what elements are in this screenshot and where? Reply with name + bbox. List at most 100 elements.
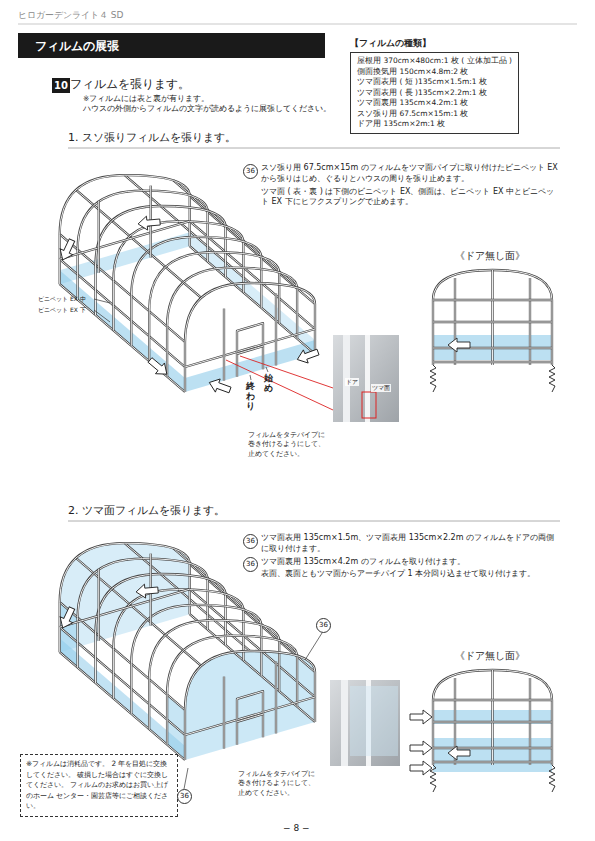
pipe-line [491, 670, 493, 765]
section-heading: 1. スソ張りフィルムを張ります。 [68, 131, 236, 146]
note-text: ※フィルムは消耗品です。 2 年を目処に交換してください。 破損した場合はすぐに… [26, 759, 172, 812]
ground-spring [430, 765, 436, 792]
view-label: 《ドア無し面》 [455, 250, 525, 263]
list-item: ツマ面表用 ( 長 )135cm×2.2m:1 枚 [357, 88, 512, 99]
pipe-line [185, 697, 315, 735]
pipe-line [433, 670, 552, 765]
end-label: 終わり [246, 382, 255, 412]
step-number: 10 [54, 79, 68, 92]
direction-arrow [410, 741, 432, 755]
step-number-box: 10 [52, 78, 70, 93]
direction-arrow [410, 710, 432, 724]
pipe-line [433, 300, 552, 301]
list-item: ドア用 135cm×2m:1 枚 [357, 119, 512, 130]
pipe-line [433, 270, 552, 365]
pipe-line [237, 714, 263, 722]
pipe-line [185, 283, 315, 392]
photo-label: ドア [345, 378, 359, 386]
callout-number: 36 [243, 534, 258, 549]
list-item: 側面換気用 150cm×4.8m:2 枚 [357, 67, 512, 78]
direction-arrow [295, 345, 320, 366]
photo [330, 680, 400, 766]
note-text: ※フィルムには表と裏が有ります。 ハウスの外側からフィルムの文字が読めるように展… [83, 94, 403, 114]
pipe-line [433, 362, 552, 363]
end-elevation [410, 670, 555, 792]
pipe-line [237, 346, 263, 354]
pipe-line [224, 677, 225, 749]
pipe-line [185, 651, 315, 760]
view-label: 《ドア無し面》 [455, 650, 525, 663]
pipe-line [223, 309, 225, 381]
instruction-text: ツマ面 ( 表・裏 ) は下側のビニペット EX、側面は、ビニペット EX 中と… [261, 187, 559, 209]
section-heading: 2. ツマ面フィルムを張ります。 [68, 504, 225, 519]
pipe-line [276, 293, 277, 365]
film-list: 【フィルムの種類】屋根用 370cm×480cm:1 枚 ( 立体加工品 )側面… [350, 38, 519, 134]
pipe-line [185, 283, 315, 392]
direction-arrow [448, 338, 470, 352]
pipe-line [433, 762, 552, 763]
list-frame: 屋根用 370cm×480cm:1 枚 ( 立体加工品 )側面換気用 150cm… [350, 52, 519, 134]
pipe-line [223, 677, 225, 749]
pipe-line [237, 323, 263, 377]
header-text: ヒロガーデンライト４ SD [18, 9, 124, 21]
pipe-line [98, 569, 99, 641]
pipe-line [491, 270, 493, 365]
part-label: ビニペット EX 下 [38, 306, 86, 314]
callout-number: 36 [177, 789, 192, 804]
page-number: − 8 − [283, 822, 310, 834]
photo [333, 335, 399, 422]
pipe-line [60, 589, 190, 627]
pipe-line [237, 323, 263, 377]
direction-arrow [410, 761, 432, 775]
photo-label: ツマ面 [371, 384, 391, 392]
callout-number: 36 [243, 557, 258, 572]
list-heading: 【フィルムの種類】 [350, 38, 519, 50]
pipe-line [275, 293, 277, 365]
pipe-line [433, 722, 552, 723]
pipe-line [433, 361, 552, 363]
instruction-text: スソ張り用 67.5cm×15m のフィルムをツマ面パイプに取り付けたビニペット… [261, 163, 559, 185]
pipe-line [237, 346, 263, 354]
direction-arrow [56, 605, 78, 631]
note-box: ※フィルムは消耗品です。 2 年を目処に交換してください。 破損した場合はすぐに… [20, 754, 178, 817]
pipe-line [433, 721, 552, 723]
pipe-line [185, 697, 315, 735]
pipe-line [185, 329, 315, 367]
pipe-line [433, 748, 552, 749]
direction-arrow [146, 355, 172, 380]
pipe-line [276, 661, 277, 733]
list-item: スソ張り用 67.5cm×15m:1 枚 [357, 109, 512, 120]
pipe-line [60, 221, 190, 259]
pipe-line [492, 670, 493, 765]
list-item: ツマ面裏用 135cm×4.2m:1 枚 [357, 98, 512, 109]
ground-spring [549, 365, 555, 392]
ground-spring [549, 765, 555, 792]
ground-spring [430, 365, 436, 392]
red-leader [226, 356, 333, 410]
pipe-line [433, 322, 552, 323]
pipe-line [237, 691, 263, 745]
instruction-text: ツマ面表用 135cm×1.5m、ツマ面表用 135cm×2.2m のフィルムを… [261, 533, 559, 555]
pipe-line [275, 661, 277, 733]
section-rule [68, 148, 560, 149]
direction-arrow [207, 376, 232, 397]
part-label: ビニペット EX 中 [38, 295, 86, 303]
list-item: ツマ面表用 ( 短 )135cm×1.5m:1 枚 [357, 77, 512, 88]
callout-number: 36 [316, 618, 331, 633]
section-title: フィルムの展張 [35, 38, 119, 54]
pipe-line [492, 270, 493, 365]
pipe-line [433, 270, 552, 365]
section-rule [68, 521, 560, 522]
pipe-line [433, 321, 552, 323]
pipe-line [433, 299, 552, 301]
pipe-line [98, 569, 100, 641]
title-bar [18, 33, 325, 58]
pipe-line [98, 201, 100, 273]
pipe-line [60, 589, 190, 627]
end-elevation [430, 270, 555, 392]
pipe-line [98, 201, 99, 273]
direction-arrow [137, 215, 160, 231]
header-rule [18, 24, 577, 25]
pipe-line [185, 329, 315, 367]
direction-arrow [56, 237, 78, 263]
